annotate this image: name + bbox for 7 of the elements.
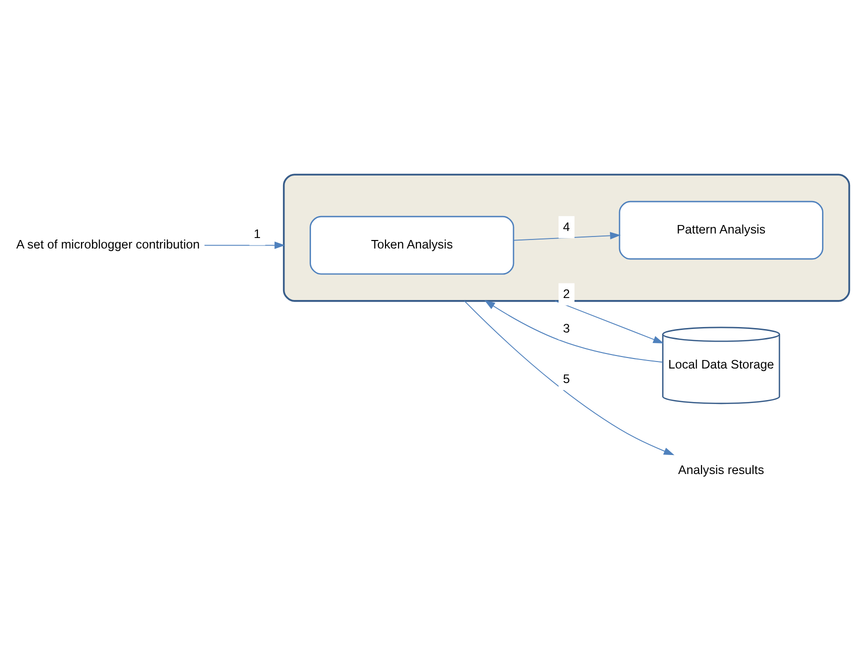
node-text: Analysis results <box>678 462 764 477</box>
edge-label: 5 <box>562 372 570 386</box>
node-text: A set of microblogger contribution <box>16 238 200 252</box>
edge-label: 3 <box>562 321 570 336</box>
edge-label: 2 <box>562 287 570 302</box>
edge-label: 4 <box>562 220 570 234</box>
edge-label: 1 <box>254 226 261 241</box>
